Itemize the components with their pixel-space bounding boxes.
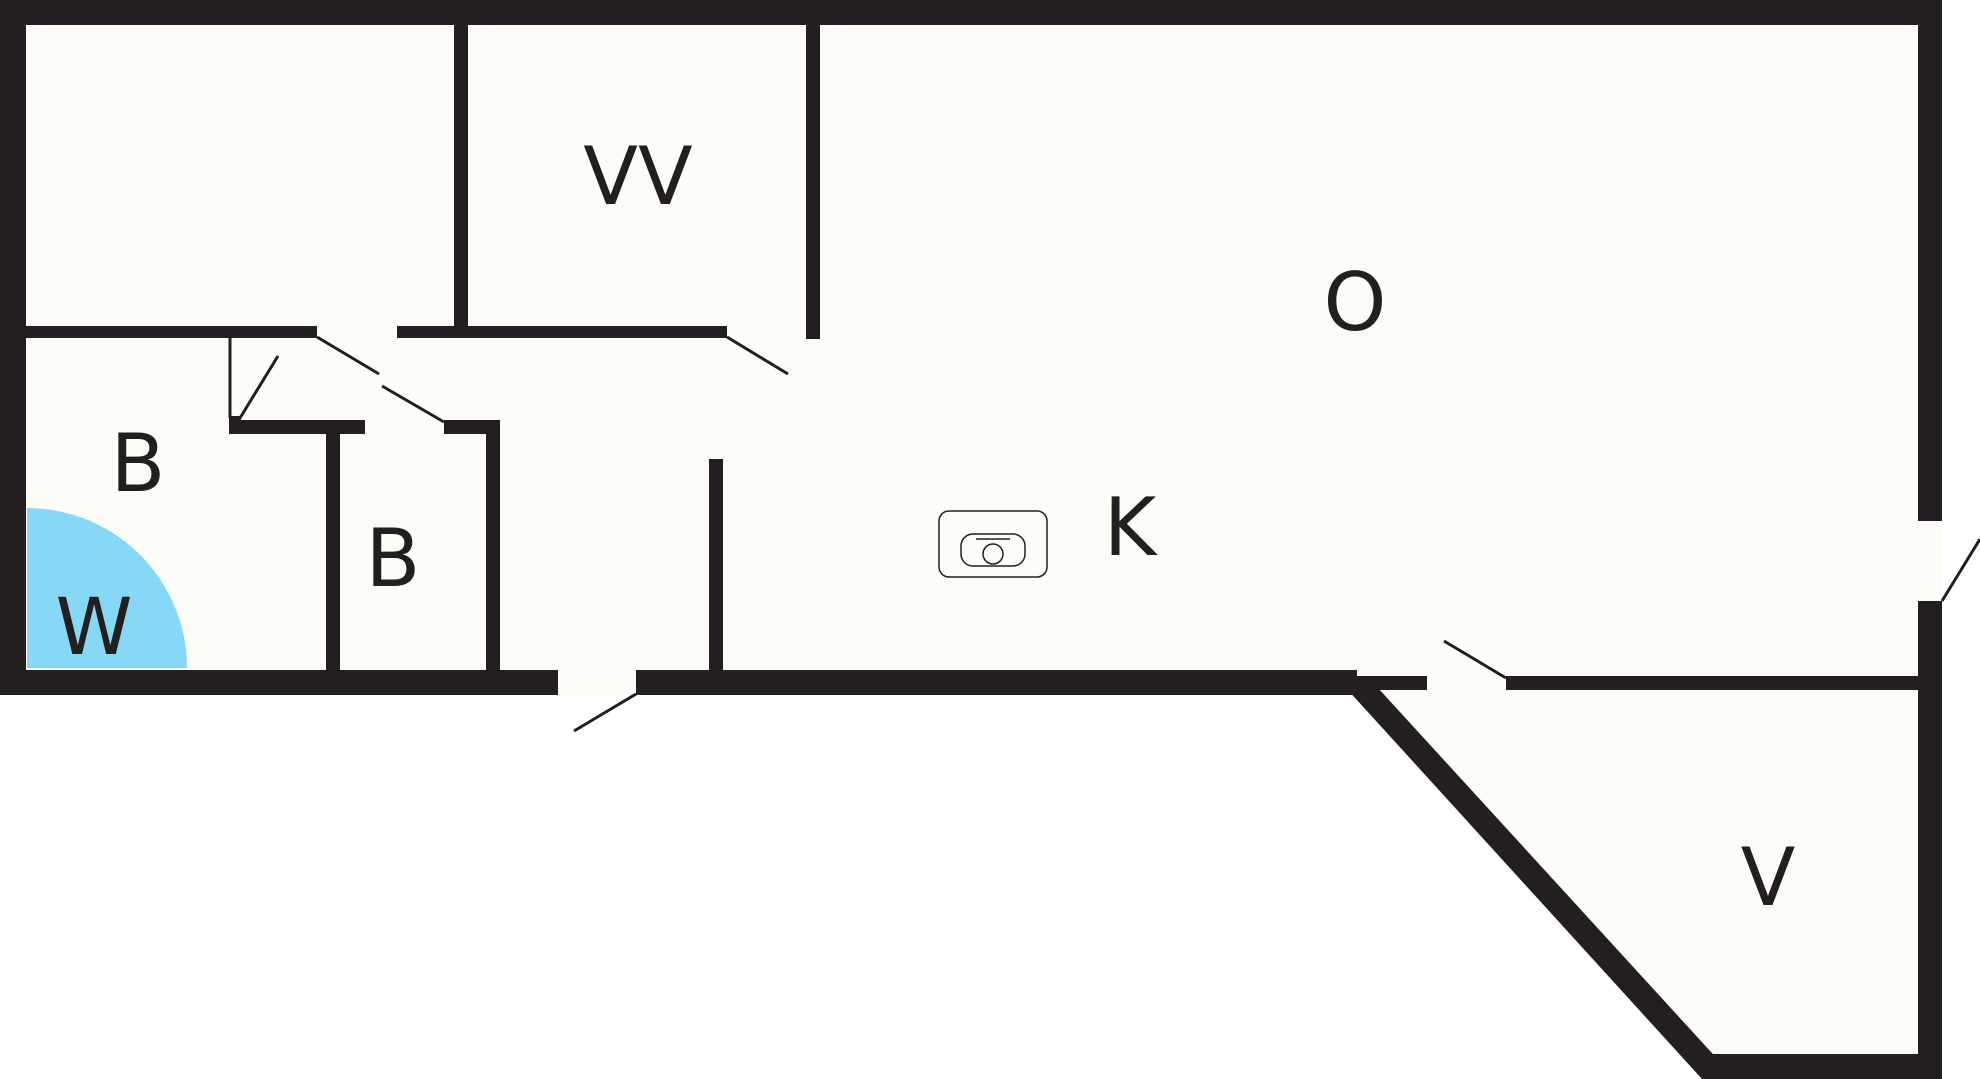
label-shower: W bbox=[55, 583, 132, 673]
wall-bedroom-right bbox=[486, 420, 500, 672]
sink-drain bbox=[982, 543, 1004, 565]
window-opening-right bbox=[1918, 521, 1942, 601]
wall-bedroom-divider bbox=[326, 420, 340, 672]
wall-hall-a bbox=[229, 420, 365, 434]
window-leaf-right bbox=[1940, 538, 1980, 602]
floor-balcony bbox=[1355, 678, 1930, 1064]
door-leaf-hall-b bbox=[381, 384, 445, 424]
wall-balcony-diagonal bbox=[1346, 688, 1722, 1079]
shower-area bbox=[27, 508, 187, 668]
kitchen-sink-icon bbox=[938, 510, 1048, 578]
label-kitchen: K bbox=[1104, 481, 1159, 574]
wall-closet-right bbox=[806, 0, 820, 339]
label-walk-in-closet: VV bbox=[583, 130, 693, 223]
door-leaf-balcony bbox=[1443, 639, 1507, 680]
wall-bottom-middle bbox=[636, 670, 1357, 695]
label-bedroom-small: B bbox=[366, 512, 421, 605]
floor-areas bbox=[13, 13, 1936, 1064]
door-leaf-entrance bbox=[573, 692, 637, 733]
doors bbox=[228, 326, 1980, 733]
label-living-room: O bbox=[1324, 256, 1387, 349]
wall-bottom-left bbox=[0, 670, 558, 695]
door-leaf-bedroom1 bbox=[316, 335, 380, 376]
door-opening-entrance bbox=[558, 670, 636, 695]
sink-outer bbox=[938, 510, 1048, 578]
door-leaf-hall-a bbox=[238, 355, 280, 419]
door-leaf-closet bbox=[726, 335, 789, 376]
wall-kitchen-stub bbox=[709, 459, 723, 672]
wall-right-lower bbox=[1918, 601, 1942, 1079]
wall-left-outer bbox=[0, 0, 26, 695]
door-opening-bedroom1 bbox=[317, 326, 397, 338]
wall-balcony-top-right bbox=[1506, 676, 1918, 690]
wall-corridor-b bbox=[397, 326, 727, 338]
wall-top-outer bbox=[0, 0, 1942, 25]
door-opening-balcony bbox=[1427, 676, 1506, 690]
sink-basin bbox=[960, 533, 1026, 567]
wall-hall-left-jamb bbox=[229, 416, 241, 434]
wall-balcony-bottom bbox=[1702, 1054, 1942, 1079]
label-balcony: V bbox=[1741, 831, 1796, 924]
floor-main bbox=[13, 13, 1936, 684]
wall-corridor-a bbox=[26, 326, 317, 338]
wall-balcony-top-left bbox=[1357, 676, 1427, 690]
label-bedroom-large: B bbox=[111, 417, 166, 510]
wall-closet-left bbox=[454, 0, 468, 330]
wall-right-upper bbox=[1918, 0, 1942, 521]
